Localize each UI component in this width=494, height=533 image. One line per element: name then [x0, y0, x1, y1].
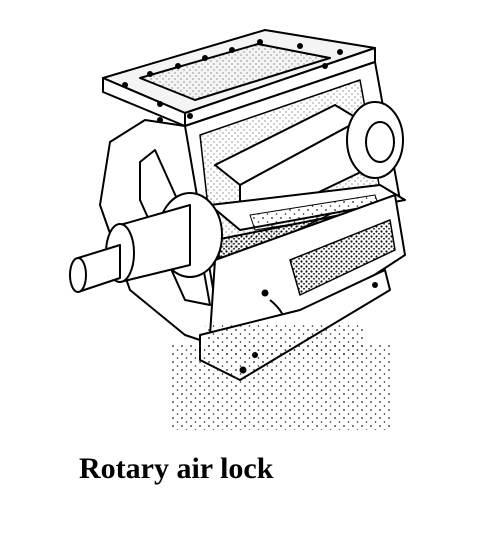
- inlet-flange: [102, 29, 376, 127]
- discharged-material: [170, 325, 390, 430]
- figure-caption: Rotary air lock: [79, 452, 274, 485]
- rotor-vanes: [209, 104, 406, 261]
- drive-shaft: [69, 192, 223, 293]
- right-bearing: [346, 101, 404, 179]
- rotary-airlock-illustration: [69, 29, 406, 430]
